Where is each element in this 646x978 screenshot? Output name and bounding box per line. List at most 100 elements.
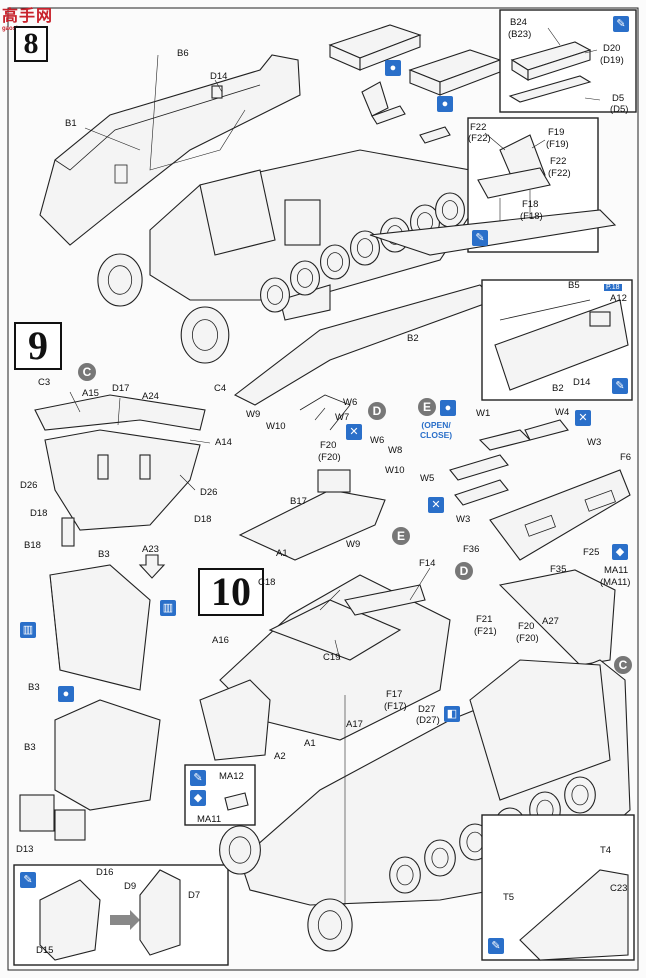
step8-hull-chassis xyxy=(149,149,481,321)
front-wheel-hub xyxy=(228,836,252,864)
glue-icon: ● xyxy=(385,60,401,76)
label-ma11b: MA11 xyxy=(197,814,222,825)
label-b17: B17 xyxy=(290,496,307,507)
cement-brush-icon: ✎ xyxy=(612,378,628,394)
glue-icon: ● xyxy=(440,400,456,416)
road-wheel-hub xyxy=(396,864,414,886)
label-a17: A17 xyxy=(346,719,363,730)
step10-upper-hull xyxy=(219,574,451,741)
label-d5-paren: (D5) xyxy=(610,104,629,115)
label-d19: (D19) xyxy=(600,55,624,66)
label-d5: D5 xyxy=(612,93,625,104)
page-frame xyxy=(7,7,639,971)
label-f25: F25 xyxy=(583,547,600,558)
arrow-right xyxy=(110,910,140,930)
label-w6b: W6 xyxy=(370,435,385,446)
label-d20: D20 xyxy=(603,43,621,54)
label-d15: D15 xyxy=(36,945,54,956)
label-ma11: MA11 xyxy=(604,565,629,576)
label-a14: A14 xyxy=(215,437,232,448)
label-b23: (B23) xyxy=(508,29,532,40)
label-d27-paren: (D27) xyxy=(416,715,440,726)
label-d14: D14 xyxy=(210,71,228,82)
label-b6: B6 xyxy=(177,48,189,59)
label-a24: A24 xyxy=(142,391,159,402)
page-reference: P.18 xyxy=(604,284,622,291)
label-f20b-paren: (F20) xyxy=(516,633,539,644)
label-f6: F6 xyxy=(620,452,632,463)
label-d18-left: D18 xyxy=(30,508,48,519)
label-w8: W8 xyxy=(388,445,403,456)
road-wheel-hub xyxy=(431,847,449,869)
road-wheel xyxy=(319,244,350,280)
label-t5: T5 xyxy=(503,892,515,903)
placement-icon: ◧ xyxy=(444,706,460,722)
label-c23: C23 xyxy=(610,883,628,894)
label-w1: W1 xyxy=(476,408,491,419)
front-wheel-hub xyxy=(317,910,343,940)
step-number-10: 10 xyxy=(198,568,264,616)
step9-parts-w xyxy=(238,394,386,561)
label-f22-paren: (F22) xyxy=(468,133,491,144)
label-w9: W9 xyxy=(246,409,261,420)
step-number-8: 8 xyxy=(14,26,48,62)
label-f14: F14 xyxy=(419,558,436,569)
glue-icon: ● xyxy=(437,96,453,112)
front-wheel xyxy=(307,898,353,952)
label-f18: F18 xyxy=(522,199,539,210)
label-a27: A27 xyxy=(542,616,559,627)
label-a2: A2 xyxy=(274,751,286,762)
front-plate-f6 xyxy=(489,469,631,561)
open-close-note: (OPEN/CLOSE) xyxy=(420,420,453,440)
step-number-9: 9 xyxy=(14,322,62,370)
do-not-glue-icon: ✕ xyxy=(428,497,444,513)
glue-icon: ● xyxy=(58,686,74,702)
label-d7: D7 xyxy=(188,890,201,901)
label-b3-mid: B3 xyxy=(28,682,40,693)
cement-brush-icon: ✎ xyxy=(613,16,629,32)
label-ma12: MA12 xyxy=(219,771,244,782)
road-wheel xyxy=(349,230,380,266)
drill-icon: ▥ xyxy=(160,600,176,616)
road-wheel xyxy=(424,839,456,877)
label-a16: A16 xyxy=(212,635,229,646)
label-b3-top: B3 xyxy=(98,549,110,560)
label-w10b: W10 xyxy=(385,465,405,476)
label-f21-paren: (F21) xyxy=(474,626,497,637)
road-wheel-hub xyxy=(356,238,374,258)
label-d26-right: D26 xyxy=(200,487,218,498)
label-w7: W7 xyxy=(335,412,350,423)
label-c18: C18 xyxy=(258,577,276,588)
label-c4: C4 xyxy=(214,383,227,394)
road-wheel-hub xyxy=(296,268,314,288)
front-wheel-hub xyxy=(191,319,218,351)
road-wheel-hub xyxy=(441,200,459,220)
label-a12: A12 xyxy=(610,293,627,304)
label-ma11-paren: (MA11) xyxy=(600,577,631,588)
step9-armor-b3 xyxy=(49,564,151,691)
step9-hatch-parts xyxy=(449,419,569,506)
label-d13: D13 xyxy=(16,844,34,855)
label-w10: W10 xyxy=(266,421,286,432)
door-a2 xyxy=(199,679,271,761)
label-a23: A23 xyxy=(142,544,159,555)
seat-f19 xyxy=(361,81,406,125)
label-b2: B2 xyxy=(407,333,419,344)
do-not-glue-icon: ✕ xyxy=(575,410,591,426)
stowage-box-1 xyxy=(328,24,422,71)
label-c3: C3 xyxy=(38,377,51,388)
label-f19: F19 xyxy=(548,127,565,138)
label-a15: A15 xyxy=(82,388,99,399)
leader-lines xyxy=(69,27,601,905)
label-f22b: F22 xyxy=(550,156,567,167)
paint-drop-icon: ◆ xyxy=(612,544,628,560)
label-w5: W5 xyxy=(420,473,435,484)
label-d27: D27 xyxy=(418,704,436,715)
paint-drop-icon: ◆ xyxy=(190,790,206,806)
front-wheel xyxy=(97,253,143,307)
cement-brush-icon: ✎ xyxy=(488,938,504,954)
road-wheel xyxy=(434,192,465,228)
label-b18: B18 xyxy=(24,540,41,551)
label-w4: W4 xyxy=(555,407,570,418)
